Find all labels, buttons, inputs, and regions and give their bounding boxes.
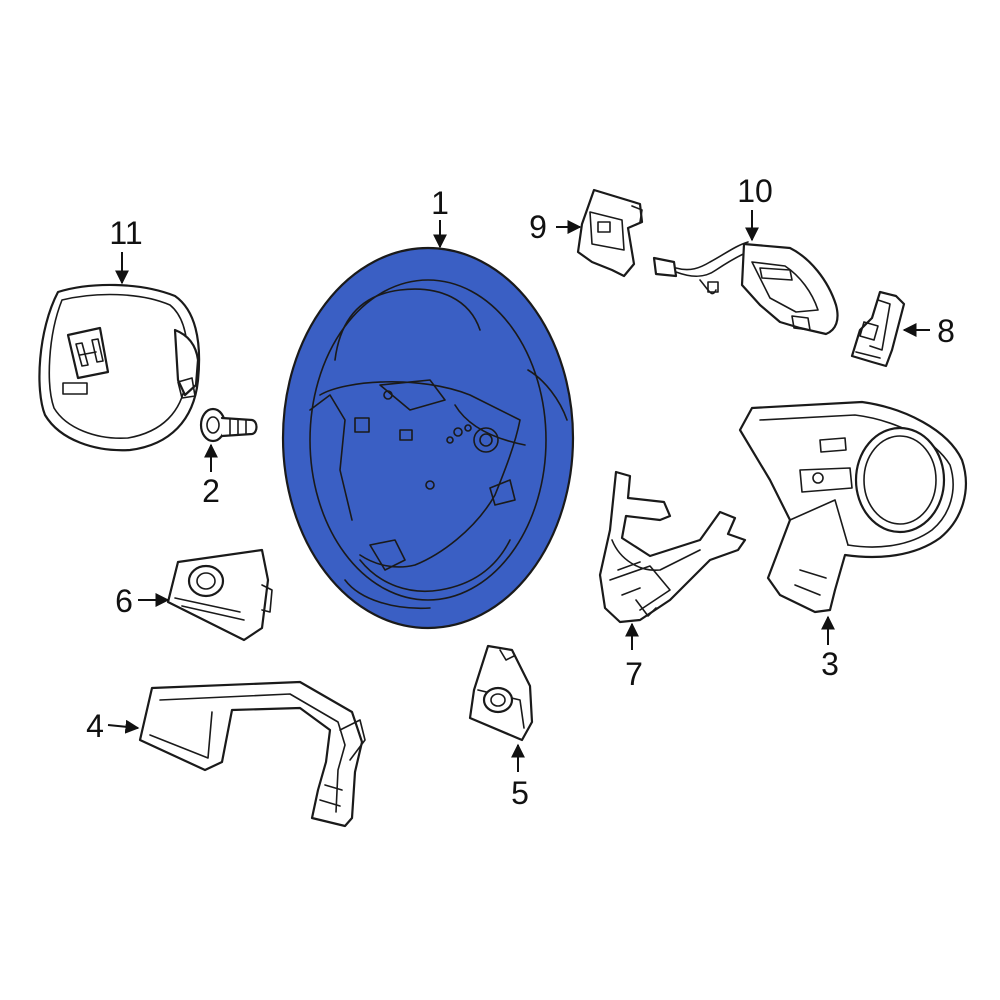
right-switch-part[interactable] <box>468 644 534 742</box>
callout-labels: 1 2 3 4 5 6 7 8 9 10 11 <box>86 173 955 811</box>
callout-9: 9 <box>529 209 547 245</box>
rear-cover-part[interactable] <box>738 400 967 614</box>
callout-7: 7 <box>625 656 643 692</box>
airbag-module-part[interactable] <box>38 283 201 452</box>
callout-11: 11 <box>109 215 142 251</box>
callout-1: 1 <box>431 185 449 221</box>
wire-harness-part[interactable] <box>652 241 839 336</box>
callout-5: 5 <box>511 775 529 811</box>
callout-2: 2 <box>202 473 220 509</box>
callout-3: 3 <box>821 646 839 682</box>
paddle-shifter-part[interactable] <box>850 290 906 368</box>
callout-8: 8 <box>937 313 955 349</box>
switch-bracket-part[interactable] <box>576 188 644 278</box>
left-switch-part[interactable] <box>166 548 273 642</box>
steering-wheel-part[interactable] <box>281 246 575 630</box>
bolt-part[interactable] <box>199 407 258 443</box>
callout-4: 4 <box>86 708 104 744</box>
callout-6: 6 <box>115 583 133 619</box>
lower-cover-part[interactable] <box>598 470 747 624</box>
leader-4 <box>107 719 140 734</box>
callout-10: 10 <box>737 173 773 209</box>
leader-lines <box>107 210 930 772</box>
lower-garnish-part[interactable] <box>138 680 366 828</box>
